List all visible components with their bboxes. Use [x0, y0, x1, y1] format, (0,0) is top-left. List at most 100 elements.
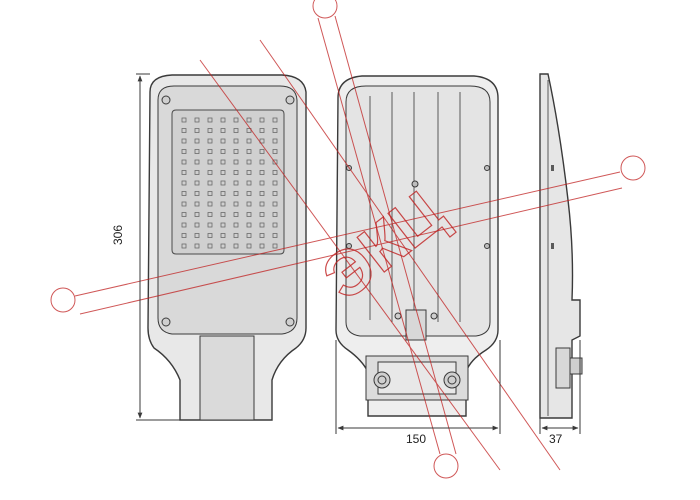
connector-icon: [394, 312, 402, 320]
led-chip: [181, 128, 187, 133]
led-chip: [233, 180, 239, 186]
led-chip: [259, 212, 265, 217]
led-chip: [220, 222, 226, 228]
led-chip: [233, 233, 239, 238]
heat-sink-fins: [369, 92, 461, 322]
led-chip: [220, 128, 226, 133]
led-chip: [181, 201, 187, 207]
led-chip: [194, 233, 200, 238]
led-chip: [207, 222, 213, 228]
led-chip: [181, 149, 187, 154]
led-chip: [181, 222, 187, 228]
led-chip: [233, 117, 239, 123]
front-mount-neck: [199, 335, 255, 421]
led-chip: [181, 117, 187, 123]
led-chip: [246, 243, 252, 249]
led-chip: [259, 117, 265, 123]
led-chip: [207, 117, 213, 123]
led-chip: [207, 243, 213, 249]
led-chip: [246, 117, 252, 123]
led-chip: [233, 222, 239, 228]
led-chip: [233, 201, 239, 207]
led-chip: [181, 233, 187, 238]
led-chip: [181, 180, 187, 186]
led-chip: [220, 159, 226, 165]
led-chip: [272, 128, 278, 133]
led-chip: [207, 128, 213, 133]
led-chip: [194, 222, 200, 228]
led-chip: [233, 128, 239, 133]
side-clamp: [555, 347, 571, 389]
clamp-bolt-icon: [443, 371, 461, 389]
led-chip: [207, 149, 213, 154]
led-chip: [246, 201, 252, 207]
dimension-height-label: 306: [111, 224, 126, 246]
connector-icon: [430, 312, 438, 320]
led-chip: [220, 233, 226, 238]
led-grid: [181, 117, 278, 249]
led-chip: [272, 222, 278, 228]
led-chip: [194, 180, 200, 186]
led-chip: [220, 191, 226, 196]
led-chip: [272, 159, 278, 165]
led-chip: [194, 138, 200, 144]
led-chip: [181, 212, 187, 217]
led-chip: [207, 180, 213, 186]
led-chip: [207, 170, 213, 175]
led-chip: [207, 201, 213, 207]
led-chip: [259, 149, 265, 154]
side-bolt: [569, 357, 583, 375]
screw-icon: [161, 95, 171, 105]
led-chip: [220, 212, 226, 217]
led-chip: [207, 138, 213, 144]
led-chip: [207, 159, 213, 165]
screw-icon: [285, 95, 295, 105]
clamp-bolt-icon: [447, 375, 457, 385]
led-chip: [272, 138, 278, 144]
screw-icon: [285, 317, 295, 327]
led-chip: [246, 222, 252, 228]
screw-icon: [161, 317, 171, 327]
led-chip: [220, 138, 226, 144]
dimension-width-label: 150: [406, 432, 427, 446]
led-chip: [272, 180, 278, 186]
led-chip: [194, 212, 200, 217]
led-chip: [194, 128, 200, 133]
led-chip: [220, 117, 226, 123]
dimension-depth: [539, 340, 581, 434]
led-chip: [181, 138, 187, 144]
led-chip: [246, 233, 252, 238]
led-chip: [194, 201, 200, 207]
back-hole-icon: [484, 165, 490, 171]
back-hole-icon: [346, 243, 352, 249]
led-chip: [207, 233, 213, 238]
side-mark: [551, 243, 554, 249]
back-hole-icon: [484, 243, 490, 249]
watermark-lines: [50, 0, 646, 479]
back-hole-icon: [411, 180, 419, 188]
led-chip: [207, 191, 213, 196]
led-chip: [272, 233, 278, 238]
led-chip: [259, 191, 265, 196]
led-chip: [181, 170, 187, 175]
led-chip: [259, 201, 265, 207]
led-chip: [233, 191, 239, 196]
side-mark: [551, 165, 554, 171]
led-chip: [194, 191, 200, 196]
led-chip: [259, 170, 265, 175]
side-outline: [539, 73, 581, 419]
clamp-bolt-icon: [377, 375, 387, 385]
led-chip: [207, 212, 213, 217]
led-chip: [220, 170, 226, 175]
led-chip: [181, 243, 187, 249]
led-chip: [272, 191, 278, 196]
led-chip: [259, 180, 265, 186]
led-chip: [233, 149, 239, 154]
led-chip: [233, 159, 239, 165]
led-chip: [220, 243, 226, 249]
led-chip: [272, 149, 278, 154]
led-chip: [233, 243, 239, 249]
led-chip: [259, 222, 265, 228]
side-view: [539, 73, 583, 419]
